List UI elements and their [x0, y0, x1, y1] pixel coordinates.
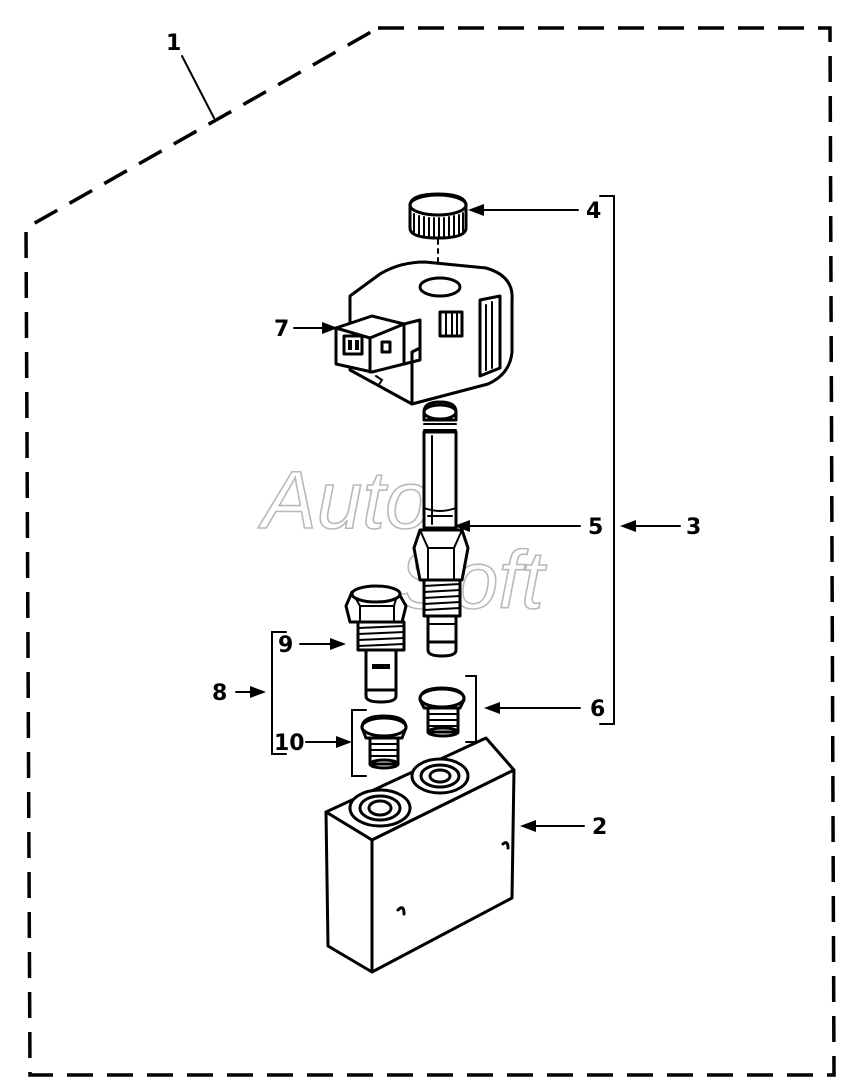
callout-3: 3 [686, 515, 701, 540]
callout-8: 8 [212, 681, 227, 706]
callout-1: 1 [166, 31, 181, 56]
callout-2: 2 [592, 815, 607, 840]
valve-body-block [324, 736, 516, 974]
callout-labels: 1 4 7 5 3 9 8 6 10 2 [166, 31, 701, 840]
cap-nut [408, 192, 468, 283]
watermark-text-auto: Auto [257, 455, 431, 546]
kit-boundary [24, 26, 836, 1077]
seal-insert [360, 714, 408, 770]
callout-9: 9 [278, 633, 293, 658]
leader-lines [181, 55, 681, 832]
callout-6: 6 [590, 697, 605, 722]
callout-4: 4 [586, 199, 601, 224]
callout-10: 10 [274, 731, 305, 756]
callout-5: 5 [588, 515, 603, 540]
check-insert [418, 686, 466, 738]
valve-cartridge [412, 400, 470, 658]
solenoid-coil [334, 260, 514, 406]
callout-7: 7 [274, 317, 289, 342]
relief-cartridge [344, 584, 408, 704]
